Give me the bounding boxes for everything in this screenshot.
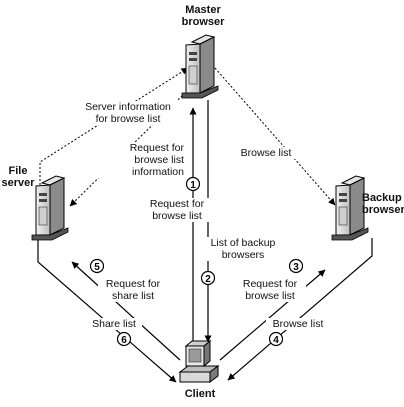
request-browse-list-backup-arrow: [219, 269, 326, 361]
backup-browser-label: Backup browser: [362, 192, 404, 216]
request-share-list-arrow: [71, 261, 181, 361]
step-2-number: 2: [205, 274, 211, 285]
request-browse-info-dotted-arrow: [69, 89, 189, 207]
client-workstation-icon: [178, 339, 220, 383]
step5-label: Request for share list: [98, 278, 168, 302]
file-server-icon: [31, 175, 69, 241]
step-marker-2: 2: [200, 270, 216, 286]
backup-browser-server-icon: [331, 175, 369, 241]
share-list-label: Share list: [86, 318, 142, 330]
request-browse-info-label: Request for browse list information: [98, 142, 184, 178]
file-server-label: File server: [1, 165, 35, 189]
list-backup-label: List of backup browsers: [200, 237, 286, 261]
browse-list-top-label: Browse list: [232, 147, 300, 159]
step-6-number: 6: [121, 335, 127, 346]
step-marker-4: 4: [268, 331, 284, 347]
client-label: Client: [184, 388, 216, 400]
step-4-number: 4: [273, 335, 279, 346]
server-info-label: Server information for browse list: [74, 101, 182, 125]
step-1-number: 1: [190, 180, 196, 191]
step-3-number: 3: [293, 262, 299, 273]
step-marker-3: 3: [288, 258, 304, 274]
step-marker-5: 5: [89, 258, 105, 274]
browse-list-bottom-label: Browse list: [266, 318, 330, 330]
step3-label: Request for browse list: [234, 278, 306, 302]
step1-label: Request for browse list: [142, 198, 212, 222]
share-list-return-arrow: [37, 238, 177, 383]
master-browser-server-icon: [181, 34, 219, 99]
step-marker-1: 1: [185, 176, 201, 192]
browse-list-dotted-arrow: [214, 67, 336, 206]
master-browser-label: Master browser: [181, 4, 225, 28]
step-marker-6: 6: [116, 331, 132, 347]
step-5-number: 5: [94, 262, 100, 273]
